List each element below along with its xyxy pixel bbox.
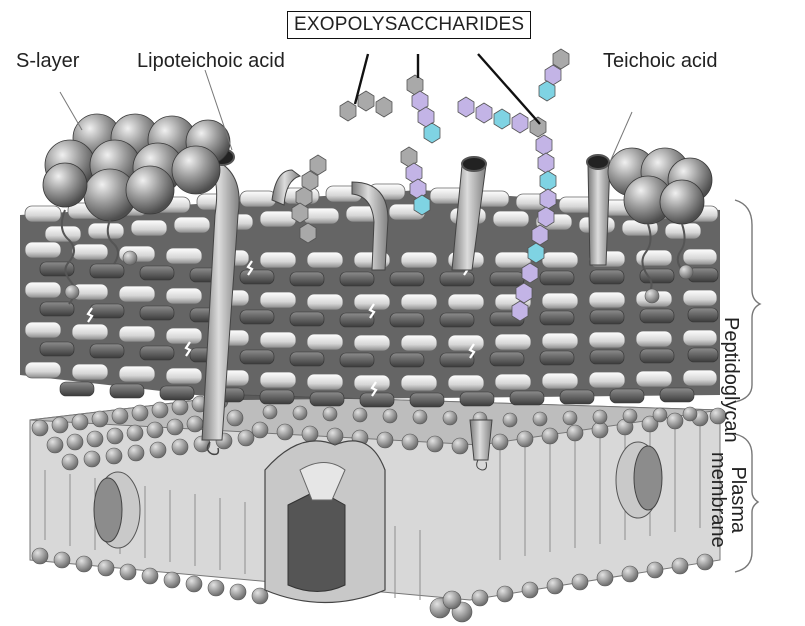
s-layer-label: S-layer [16,50,79,73]
membrane-label: membrane [708,452,728,548]
teichoic-acid-label: Teichoic acid [603,50,718,73]
plasma-membrane-label: Plasma membrane [708,452,748,548]
channel-protein [265,441,385,603]
plasma-label: Plasma [728,452,748,548]
membrane-protein-left [94,472,140,548]
peptidoglycan-layers [20,184,720,407]
lipoteichoic-acid-label: Lipoteichoic acid [137,50,285,73]
exopolysaccharides-label: EXOPOLYSACCHARIDES [287,11,531,39]
plasma-membrane [30,393,726,622]
peptidoglycan-label: Peptidoglycan [719,317,742,443]
